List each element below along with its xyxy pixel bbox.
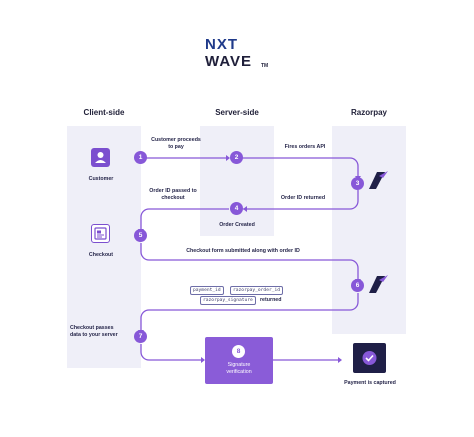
razorpay-lane-title: Razorpay xyxy=(350,108,387,117)
step-1: 1 xyxy=(134,151,147,164)
customer-label: Customer xyxy=(88,176,114,182)
param-chip: razorpay_signature xyxy=(200,296,256,305)
connector-3-4 xyxy=(243,190,359,210)
step-3: 3 xyxy=(351,177,364,190)
connector-6-7 xyxy=(140,293,359,330)
arrowhead xyxy=(201,357,205,363)
customer-proceeds-label: Customer proceeds to pay xyxy=(151,137,201,150)
connector-7-8 xyxy=(140,344,201,361)
razorpay-logo-icon xyxy=(369,275,388,293)
returned-label: returned xyxy=(260,297,282,303)
param-chip: razorpay_order_id xyxy=(230,286,284,295)
server-lane-title: Server-side xyxy=(215,108,259,117)
step-7: 7 xyxy=(134,330,147,343)
arrowhead xyxy=(243,206,247,212)
arrowhead xyxy=(338,357,342,363)
connector-5-6 xyxy=(140,243,359,279)
fires-orders-api-label: Fires orders API xyxy=(284,144,326,150)
checkout-icon xyxy=(91,224,110,243)
customer-icon xyxy=(91,148,110,167)
order-id-passed-label: Order ID passed to checkout xyxy=(149,188,197,201)
step-4: 4 xyxy=(230,202,243,215)
step-5: 5 xyxy=(134,229,147,242)
signature-verification-label: Signature verification xyxy=(226,362,252,375)
step-6: 6 xyxy=(351,279,364,292)
step-8: 8 xyxy=(232,345,245,358)
order-id-returned-label: Order ID returned xyxy=(280,195,326,201)
step-2: 2 xyxy=(230,151,243,164)
client-lane-title: Client-side xyxy=(83,108,125,117)
form-submitted-label: Checkout form submitted along with order… xyxy=(186,248,300,254)
logo-line1: NXT xyxy=(205,36,238,53)
checkout-passes-label: Checkout passes data to your server xyxy=(70,325,118,338)
connector-4-5 xyxy=(140,208,229,229)
arrowhead xyxy=(226,155,230,161)
signature-verification-box: 8 Signature verification xyxy=(205,337,273,384)
razorpay-lane xyxy=(332,126,406,334)
logo-line2: WAVE xyxy=(205,53,253,70)
payment-captured-icon xyxy=(353,343,386,373)
checkout-label: Checkout xyxy=(88,252,114,258)
order-created-label: Order Created xyxy=(219,222,255,228)
server-lane xyxy=(200,126,274,236)
param-chip: payment_id xyxy=(190,286,224,295)
razorpay-logo-icon xyxy=(369,171,388,189)
logo-trademark: TM xyxy=(261,63,269,69)
connector-2-3 xyxy=(242,157,359,176)
payment-captured-label: Payment is captured xyxy=(344,380,396,386)
nxtwave-logo: NXT WAVE TM xyxy=(205,36,275,74)
